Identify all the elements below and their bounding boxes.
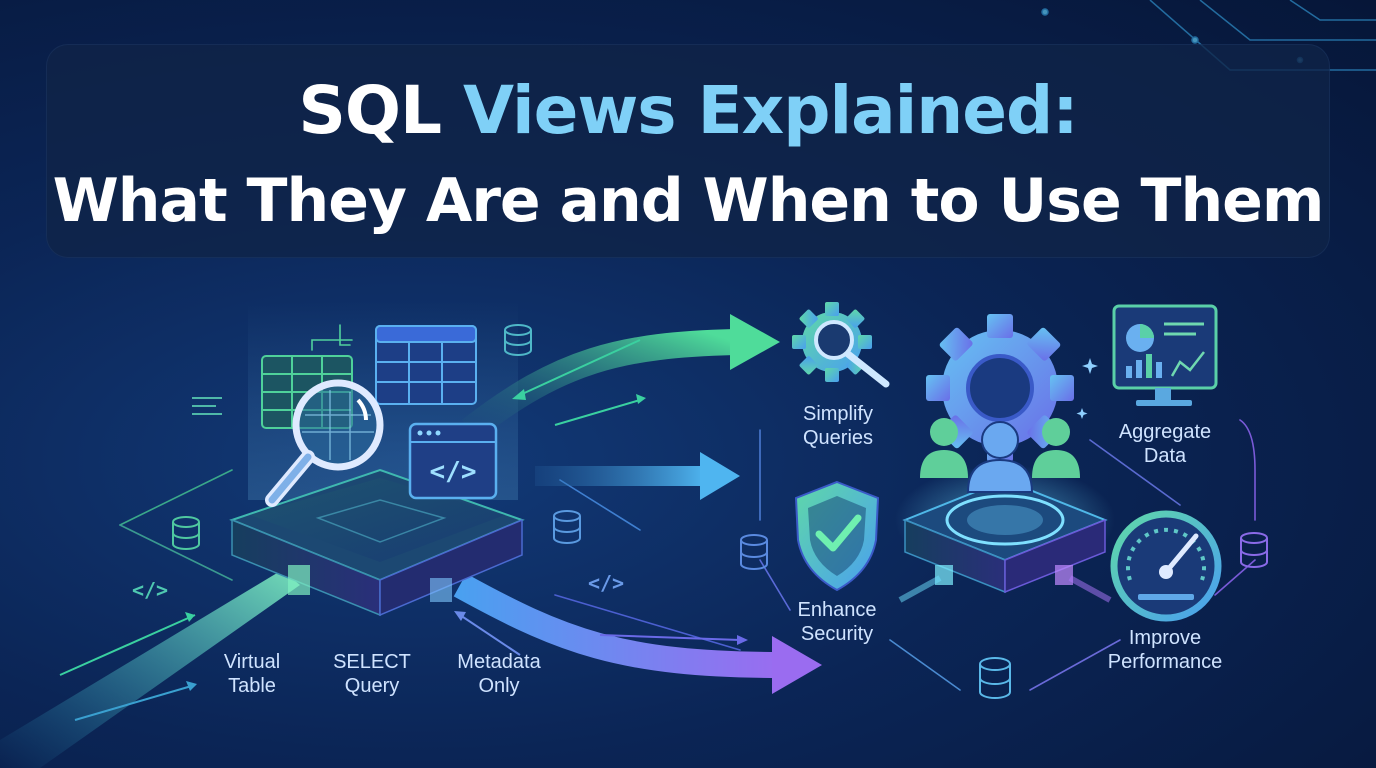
table-grid-icon <box>375 325 477 405</box>
label-metadata-only: Metadata Only <box>444 650 554 698</box>
monitor-chart-icon <box>1112 304 1218 406</box>
label-line: Performance <box>1107 651 1223 673</box>
speedometer-icon <box>1110 510 1222 622</box>
label-virtual-table: Virtual Table <box>200 650 304 698</box>
label-line: Data <box>1143 445 1187 467</box>
label-line: Security <box>800 623 874 645</box>
benefit-enhance-security: Enhance Security <box>774 598 900 646</box>
incoming-beams <box>0 570 300 768</box>
database-icon <box>740 534 768 570</box>
label-line: Improve <box>1128 627 1202 649</box>
sparkle-decoration <box>1076 358 1098 419</box>
gear-magnifier-icon <box>792 302 890 388</box>
thin-arrows <box>454 339 748 656</box>
magnifier-icon <box>265 379 384 507</box>
database-icon <box>553 510 581 544</box>
title-prefix: SQL <box>298 72 442 149</box>
title-line-2: What They Are and When to Use Them <box>52 166 1325 236</box>
svg-text:</>: </> <box>430 457 477 487</box>
label-line: Only <box>478 675 520 697</box>
code-tag-icon: </> <box>588 571 624 595</box>
label-line: Query <box>344 675 400 697</box>
title-accent: Views Explained: <box>463 72 1079 149</box>
gear-users-icon <box>920 314 1080 493</box>
label-line: Table <box>228 675 276 697</box>
title-line-1: SQL Views Explained: <box>46 72 1330 149</box>
database-icon <box>504 324 532 356</box>
label-line: Enhance <box>797 599 877 621</box>
label-line: Queries <box>802 427 874 449</box>
view-platform <box>895 465 1115 603</box>
label-line: Simplify <box>802 403 873 425</box>
label-select-query: SELECT Query <box>320 650 424 698</box>
benefit-aggregate-data: Aggregate Data <box>1100 420 1230 468</box>
benefit-improve-performance: Improve Performance <box>1090 626 1240 674</box>
label-line: Virtual <box>223 651 281 673</box>
flow-arrow-performance <box>453 573 822 694</box>
database-icon <box>979 657 1011 699</box>
code-tag-icon: </> <box>132 578 168 602</box>
database-icon <box>1240 532 1268 568</box>
label-line: Aggregate <box>1118 421 1212 443</box>
benefit-simplify-queries: Simplify Queries <box>778 402 898 450</box>
title-panel: SQL Views Explained: What They Are and W… <box>46 44 1330 258</box>
database-icon <box>172 516 200 550</box>
label-line: Metadata <box>457 651 541 673</box>
code-window-icon: </> <box>408 422 498 500</box>
flow-arrow-security <box>535 452 740 500</box>
list-lines-icon <box>192 397 222 415</box>
shield-check-icon <box>794 480 880 592</box>
label-line: SELECT <box>333 651 411 673</box>
